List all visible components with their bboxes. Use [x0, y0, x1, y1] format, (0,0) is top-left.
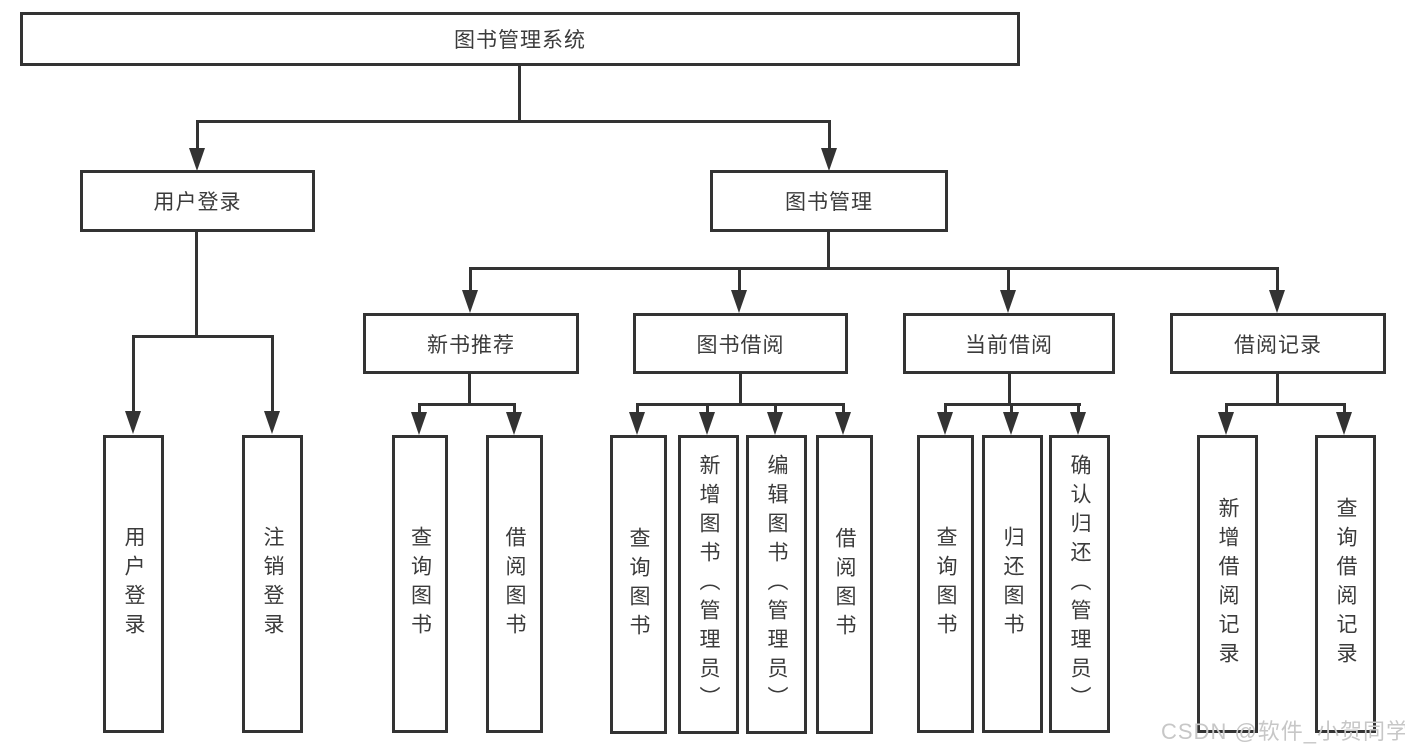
arrowhead-user-login [189, 148, 205, 171]
leaf-br-query-record: 查询借阅记录 [1315, 435, 1376, 733]
arrowhead-bb-leaf2 [699, 412, 715, 435]
connector-drop-cb-leaf1 [944, 403, 947, 415]
node-book-mgmt-label: 图书管理 [785, 191, 873, 214]
node-root-label: 图书管理系统 [454, 29, 586, 52]
connector-new-book-stem [468, 374, 471, 406]
arrowhead-cb-leaf1 [937, 412, 953, 435]
arrowhead-bb-leaf3 [767, 412, 783, 435]
connector-book-mgmt-stem [827, 232, 830, 269]
connector-current-borrow-stem [1008, 374, 1011, 406]
node-book-borrow: 图书借阅 [633, 313, 848, 374]
node-user-login-label: 用户登录 [153, 191, 242, 214]
leaf-br-query-record-label: 查询借阅记录 [1334, 497, 1357, 671]
leaf-br-add-record-label: 新增借阅记录 [1216, 497, 1239, 671]
connector-drop-new-book [469, 267, 472, 293]
leaf-bb-borrow-books-label: 借阅图书 [833, 526, 856, 643]
connector-book-mgmt-bus [469, 267, 1279, 270]
node-book-borrow-label: 图书借阅 [696, 333, 785, 357]
connector-drop-bb-leaf3 [774, 403, 777, 415]
connector-drop-user-login [196, 120, 199, 152]
leaf-cb-confirm-return-admin-label: 确认归还（管理员） [1068, 453, 1091, 715]
leaf-nb-borrow-books: 借阅图书 [486, 435, 543, 733]
arrowhead-cb-leaf3 [1070, 412, 1086, 435]
connector-book-borrow-bus [636, 403, 845, 406]
leaf-user-login: 用户登录 [103, 435, 164, 733]
connector-drop-borrow-record [1276, 267, 1279, 293]
connector-root-stem [518, 64, 521, 122]
connector-book-borrow-stem [739, 374, 742, 406]
connector-drop-book-mgmt [828, 120, 831, 152]
arrowhead-cb-leaf2 [1003, 412, 1019, 435]
connector-drop-nb-leaf1 [418, 403, 421, 415]
leaf-nb-query-books-label: 查询图书 [408, 526, 432, 642]
leaf-logout-label: 注销登录 [261, 526, 284, 642]
connector-borrow-record-bus [1225, 403, 1346, 406]
node-current-borrow-label: 当前借阅 [965, 333, 1053, 357]
node-new-book: 新书推荐 [363, 313, 579, 374]
connector-drop-br-leaf1 [1225, 403, 1228, 415]
arrowhead-borrow-record [1269, 290, 1285, 313]
node-book-mgmt: 图书管理 [710, 170, 948, 232]
node-borrow-record-label: 借阅记录 [1234, 333, 1322, 357]
leaf-logout: 注销登录 [242, 435, 303, 733]
connector-drop-br-leaf2 [1343, 403, 1346, 415]
arrowhead-br-leaf2 [1336, 412, 1352, 435]
node-new-book-label: 新书推荐 [427, 333, 515, 357]
arrowhead-new-book [462, 290, 478, 313]
connector-drop-nb-leaf2 [513, 403, 516, 415]
connector-new-book-bus [418, 403, 516, 406]
connector-drop-bb-leaf4 [842, 403, 845, 415]
node-root-system: 图书管理系统 [20, 12, 1020, 66]
leaf-br-add-record: 新增借阅记录 [1197, 435, 1258, 733]
leaf-bb-query-books-label: 查询图书 [627, 526, 650, 643]
leaf-bb-query-books: 查询图书 [610, 435, 667, 734]
leaf-cb-query-books: 查询图书 [917, 435, 974, 733]
arrowhead-br-leaf1 [1218, 412, 1234, 435]
connector-root-bus [196, 120, 831, 123]
leaf-bb-borrow-books: 借阅图书 [816, 435, 873, 734]
connector-drop-current-borrow [1007, 267, 1010, 293]
leaf-bb-add-books-admin: 新增图书（管理员） [678, 435, 739, 734]
connector-user-login-bus [132, 335, 274, 338]
arrowhead-nb-leaf1 [411, 412, 427, 435]
arrowhead-nb-leaf2 [506, 412, 522, 435]
leaf-cb-query-books-label: 查询图书 [934, 526, 957, 642]
leaf-nb-borrow-books-label: 借阅图书 [503, 526, 526, 642]
leaf-bb-add-books-admin-label: 新增图书（管理员） [697, 454, 720, 715]
csdn-watermark: CSDN @软件_小贺同学 [1161, 719, 1405, 744]
connector-drop-book-borrow [738, 267, 741, 293]
connector-drop-bb-leaf2 [706, 403, 709, 415]
connector-drop-cb-leaf3 [1077, 403, 1080, 415]
connector-drop-bb-leaf1 [636, 403, 639, 415]
leaf-bb-edit-books-admin: 编辑图书（管理员） [746, 435, 807, 734]
connector-borrow-record-stem [1276, 374, 1279, 406]
arrowhead-login-leaf1 [125, 411, 141, 434]
leaf-nb-query-books: 查询图书 [392, 435, 448, 733]
arrowhead-book-borrow [731, 290, 747, 313]
leaf-user-login-label: 用户登录 [122, 526, 145, 642]
node-borrow-record: 借阅记录 [1170, 313, 1386, 374]
connector-drop-login-leaf1 [132, 335, 135, 413]
arrowhead-book-mgmt [821, 148, 837, 171]
arrowhead-bb-leaf1 [629, 412, 645, 435]
node-current-borrow: 当前借阅 [903, 313, 1115, 374]
node-user-login: 用户登录 [80, 170, 315, 232]
connector-user-login-stem [195, 232, 198, 338]
connector-drop-cb-leaf2 [1010, 403, 1013, 415]
leaf-cb-confirm-return-admin: 确认归还（管理员） [1049, 435, 1110, 733]
arrowhead-current-borrow [1000, 290, 1016, 313]
connector-drop-login-leaf2 [271, 335, 274, 413]
leaf-cb-return-books-label: 归还图书 [1001, 526, 1024, 642]
arrowhead-login-leaf2 [264, 411, 280, 434]
arrowhead-bb-leaf4 [835, 412, 851, 435]
leaf-cb-return-books: 归还图书 [982, 435, 1043, 733]
leaf-bb-edit-books-admin-label: 编辑图书（管理员） [765, 454, 788, 715]
